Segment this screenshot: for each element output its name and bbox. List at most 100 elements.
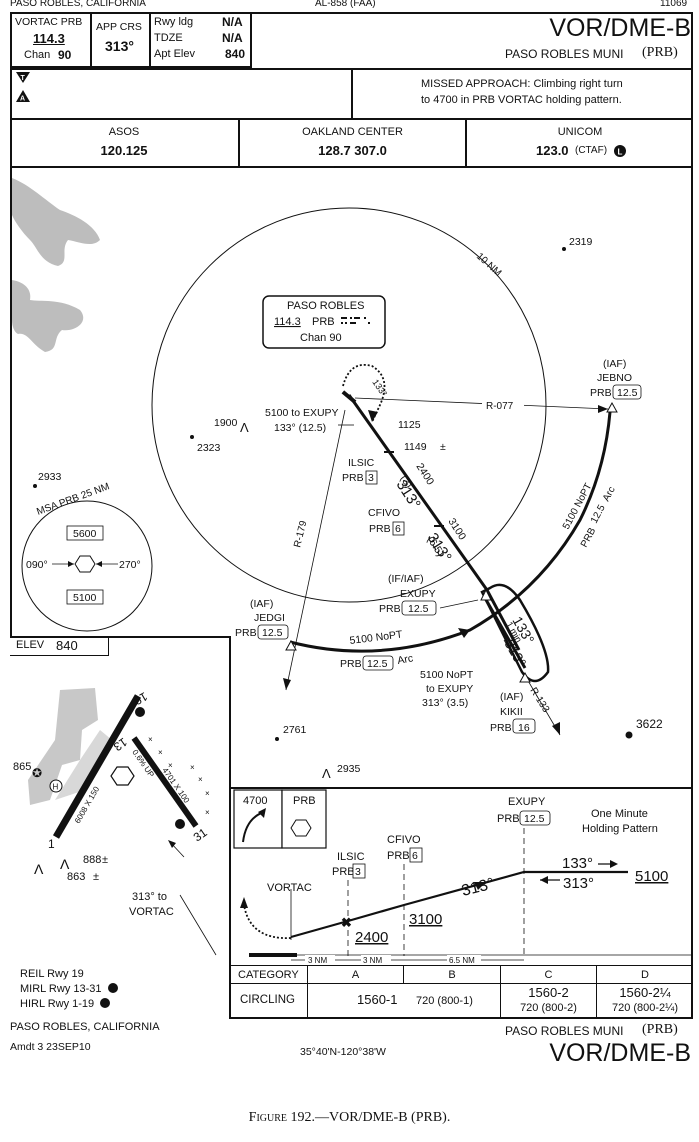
divider (351, 68, 353, 118)
chan-label: Chan (24, 49, 51, 61)
table-rule (500, 965, 501, 1018)
center-label: OAKLAND CENTER (302, 126, 403, 138)
divider (465, 118, 467, 166)
hold-course-label: 133° (370, 377, 389, 398)
unicom-ctaf: (CTAF) (575, 145, 608, 156)
spot-863: 863 (67, 871, 85, 883)
arrow-head (552, 722, 560, 735)
msa-south-alt: 5100 (73, 592, 97, 604)
minima-table (229, 965, 693, 1019)
holding-pattern (480, 583, 550, 683)
spot-dot (562, 247, 566, 251)
arc-dme-prb: PRB (579, 526, 599, 550)
vortac-label: VORTAC PRB (15, 16, 83, 28)
ilsic-dme: 3 (368, 472, 374, 484)
profile-ilsic-dme-box (352, 863, 366, 879)
missed-climb-box (233, 789, 283, 849)
radial-179-label: R-179 (292, 519, 309, 549)
msa-bearing-right: 270° (119, 559, 141, 571)
runway-end-dot (135, 707, 145, 717)
table-rule (403, 965, 404, 983)
radial-077 (354, 397, 609, 410)
profile-vortac: VORTAC (267, 882, 312, 894)
asos-label: ASOS (108, 126, 140, 138)
ilsic-dme-box (365, 470, 378, 485)
category-b: B (448, 969, 456, 981)
profile-course: 313° (460, 875, 496, 900)
vortac-hex-icon (290, 819, 312, 837)
part-time-icon (100, 998, 110, 1008)
profile-ilsic-dme: 3 (355, 866, 361, 878)
unicom-label: UNICOM (557, 126, 603, 138)
profile-cfivo-dme-box (409, 847, 423, 863)
svg-text:×: × (205, 808, 210, 817)
spot-2761: 2761 (283, 724, 307, 736)
vortac-note-1: 313° to (132, 891, 167, 903)
asos-frequency: 120.125 (100, 143, 148, 158)
kikii-dme-box (512, 718, 536, 734)
header-briefing (10, 12, 252, 68)
airport-drawing: 19 1 6008 X 150 13 31 4701 X 100 0.6% UP… (13, 688, 217, 1010)
ab-haa: 720 (800-1) (416, 995, 473, 1007)
runway-1-label: 1 (48, 837, 55, 851)
rule (229, 787, 693, 789)
runway-31-label: 31 (191, 825, 210, 844)
kikii-note-3: 313° (3.5) (422, 697, 468, 709)
spot-2323: 2323 (197, 442, 221, 454)
bottom-procedure-title: VOR/DME-B (549, 1039, 691, 1067)
part-time-icon: L (614, 145, 626, 157)
c-haa: 720 (800-2) (520, 1002, 577, 1014)
vortac-hex-icon (110, 766, 135, 786)
profile-exupy: EXUPY (508, 796, 546, 808)
chan-number: 90 (58, 48, 72, 62)
elev-box (10, 636, 109, 656)
missed-approach-line2: to 4700 in PRB VORTAC holding pattern. (421, 94, 622, 106)
lake-shape (12, 178, 100, 266)
profile-cfivo: CFIVO (387, 834, 421, 846)
exupy-note-1: 5100 to EXUPY (265, 407, 339, 419)
elev-value: 840 (56, 638, 78, 653)
lake-shape (12, 280, 84, 352)
top-number: 11069 (660, 0, 688, 9)
exupy-if-iaf: (IF/IAF) (388, 573, 424, 585)
tdze-value: N/A (222, 31, 243, 45)
lighting-note-1: REIL Rwy 19 (20, 968, 84, 980)
app-crs-value: 313° (105, 38, 134, 54)
d-haa: 720 (800-2¼) (611, 1002, 679, 1014)
profile-cfivo-prb: PRB (387, 850, 410, 862)
elev-1149: 1149 (404, 441, 427, 453)
one-minute-line2: Holding Pattern (582, 823, 658, 835)
profile-ilsic-prb: PRB (332, 866, 355, 878)
lighting-note-2: MIRL Rwy 13-31 (20, 983, 102, 995)
jebno-prb: PRB (590, 387, 612, 399)
segment-3: 6.5 NM (449, 956, 475, 965)
spot-2935: 2935 (337, 763, 361, 775)
kikii-note-2: to EXUPY (426, 683, 473, 695)
svg-text:×: × (190, 763, 195, 772)
chart-frame (10, 12, 693, 1019)
category-d: D (641, 969, 649, 981)
coordinates: 35°40'N-120°38'W (300, 1046, 386, 1058)
svg-text:Λ: Λ (34, 861, 44, 877)
arrow-head (598, 405, 608, 413)
missed-hold-fix: PRB (293, 795, 316, 807)
jedgi-prb: PRB (235, 627, 257, 639)
airport-name: PASO ROBLES MUNI (505, 47, 624, 61)
taxiway-shape (55, 730, 112, 800)
kikii-iaf: (IAF) (500, 691, 523, 703)
category-a: A (351, 969, 360, 981)
svg-text:Λ: Λ (240, 420, 249, 435)
d-minima: 1560-2¼ (619, 985, 671, 1000)
svg-text:L: L (618, 148, 623, 157)
navaid-name: PASO ROBLES (287, 300, 364, 312)
profile-alt-5100: 5100 (635, 868, 668, 885)
rule (10, 118, 693, 120)
profile-exupy-dme: 12.5 (524, 813, 545, 825)
runway-19-label: 19 (131, 689, 150, 708)
svg-text:Λ: Λ (322, 766, 331, 781)
arrow-head (368, 410, 378, 422)
runway-1-19 (52, 694, 142, 839)
missed-hold-box (281, 789, 327, 849)
vortac-note-2: VORTAC (129, 906, 174, 918)
bottom-airport-name: PASO ROBLES MUNI (505, 1024, 624, 1038)
